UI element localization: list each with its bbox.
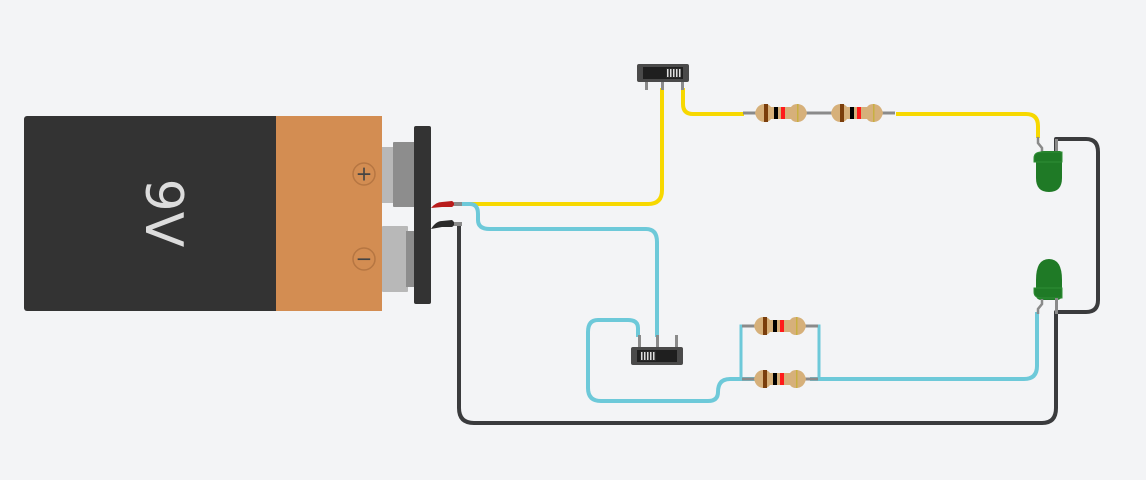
negative-terminal-ring: [352, 247, 376, 271]
wire-yellow-resistor-to-led[interactable]: [896, 112, 1040, 138]
resistor-band: [780, 320, 784, 332]
led-upper[interactable]: [1033, 137, 1063, 192]
wire-cyan-switch-loop[interactable]: [586, 318, 760, 403]
switch-pin: [675, 335, 678, 348]
resistor-band: [780, 373, 784, 385]
resistor-band: [763, 370, 767, 388]
battery-body: [24, 116, 284, 311]
red-clip-tip: [454, 202, 462, 206]
negative-terminal[interactable]: [382, 226, 408, 292]
resistor-band: [763, 317, 767, 335]
wire-yellow-battery-to-switch[interactable]: [462, 88, 664, 206]
wire-black-ground[interactable]: [457, 137, 1100, 425]
positive-terminal[interactable]: [382, 147, 396, 203]
battery-cap-edge: [370, 116, 382, 311]
resistor-band: [857, 107, 861, 119]
resistor-band: [840, 104, 844, 122]
led-rim: [1033, 287, 1063, 299]
resistor-band: [764, 104, 768, 122]
resistor-parallel-upper[interactable]: [742, 317, 818, 335]
resistor-top-2[interactable]: [819, 104, 895, 122]
resistor-band: [797, 104, 799, 122]
switch-pin: [656, 335, 659, 348]
wire-cyan-resistor-to-led[interactable]: [810, 312, 1039, 381]
resistor-parallel-lower[interactable]: [742, 370, 818, 388]
switch-pin: [661, 80, 664, 90]
resistor-band: [773, 373, 777, 385]
wire-yellow-switch-to-resistor[interactable]: [681, 88, 744, 116]
positive-terminal-ring: [352, 162, 376, 186]
black-clip-tip: [454, 222, 462, 226]
red-clip[interactable]: [431, 201, 455, 208]
wires: [457, 88, 1100, 425]
resistors: [742, 104, 895, 388]
black-clip[interactable]: [431, 220, 455, 229]
resistor-top-1[interactable]: [743, 104, 819, 122]
positive-symbol: +: [356, 162, 373, 186]
led-lower[interactable]: [1033, 259, 1063, 314]
led-rim: [1033, 151, 1063, 163]
battery-cap: [276, 116, 382, 311]
wire-cyan-parallel-left[interactable]: [739, 324, 750, 379]
switch-slider[interactable]: [666, 68, 681, 78]
slide-switch-top[interactable]: [637, 64, 689, 90]
led-cathode-leg: [1055, 139, 1058, 156]
led-cathode-leg: [1055, 298, 1058, 314]
battery-snap-connector[interactable]: [414, 126, 431, 304]
switch-pin: [681, 80, 684, 90]
switch-slider[interactable]: [640, 351, 656, 361]
wire-cyan-parallel-right[interactable]: [810, 324, 821, 379]
wire-cyan-battery-to-switch[interactable]: [462, 202, 659, 337]
resistor-band: [781, 107, 785, 119]
resistor-band: [796, 317, 798, 335]
negative-terminal-inner: [406, 231, 416, 287]
resistor-band: [774, 107, 778, 119]
resistor-band: [796, 370, 798, 388]
positive-terminal-inner: [393, 142, 417, 207]
slide-switch-bottom[interactable]: [631, 335, 683, 365]
switch-pin: [638, 335, 641, 348]
led-anode-leg: [1036, 299, 1044, 314]
negative-symbol: −: [356, 247, 373, 271]
resistor-band: [773, 320, 777, 332]
switch-pin: [645, 80, 648, 90]
battery-label: 9V: [133, 179, 193, 248]
resistor-band: [873, 104, 875, 122]
resistor-band: [850, 107, 854, 119]
battery-9v[interactable]: 9V + −: [24, 116, 462, 311]
